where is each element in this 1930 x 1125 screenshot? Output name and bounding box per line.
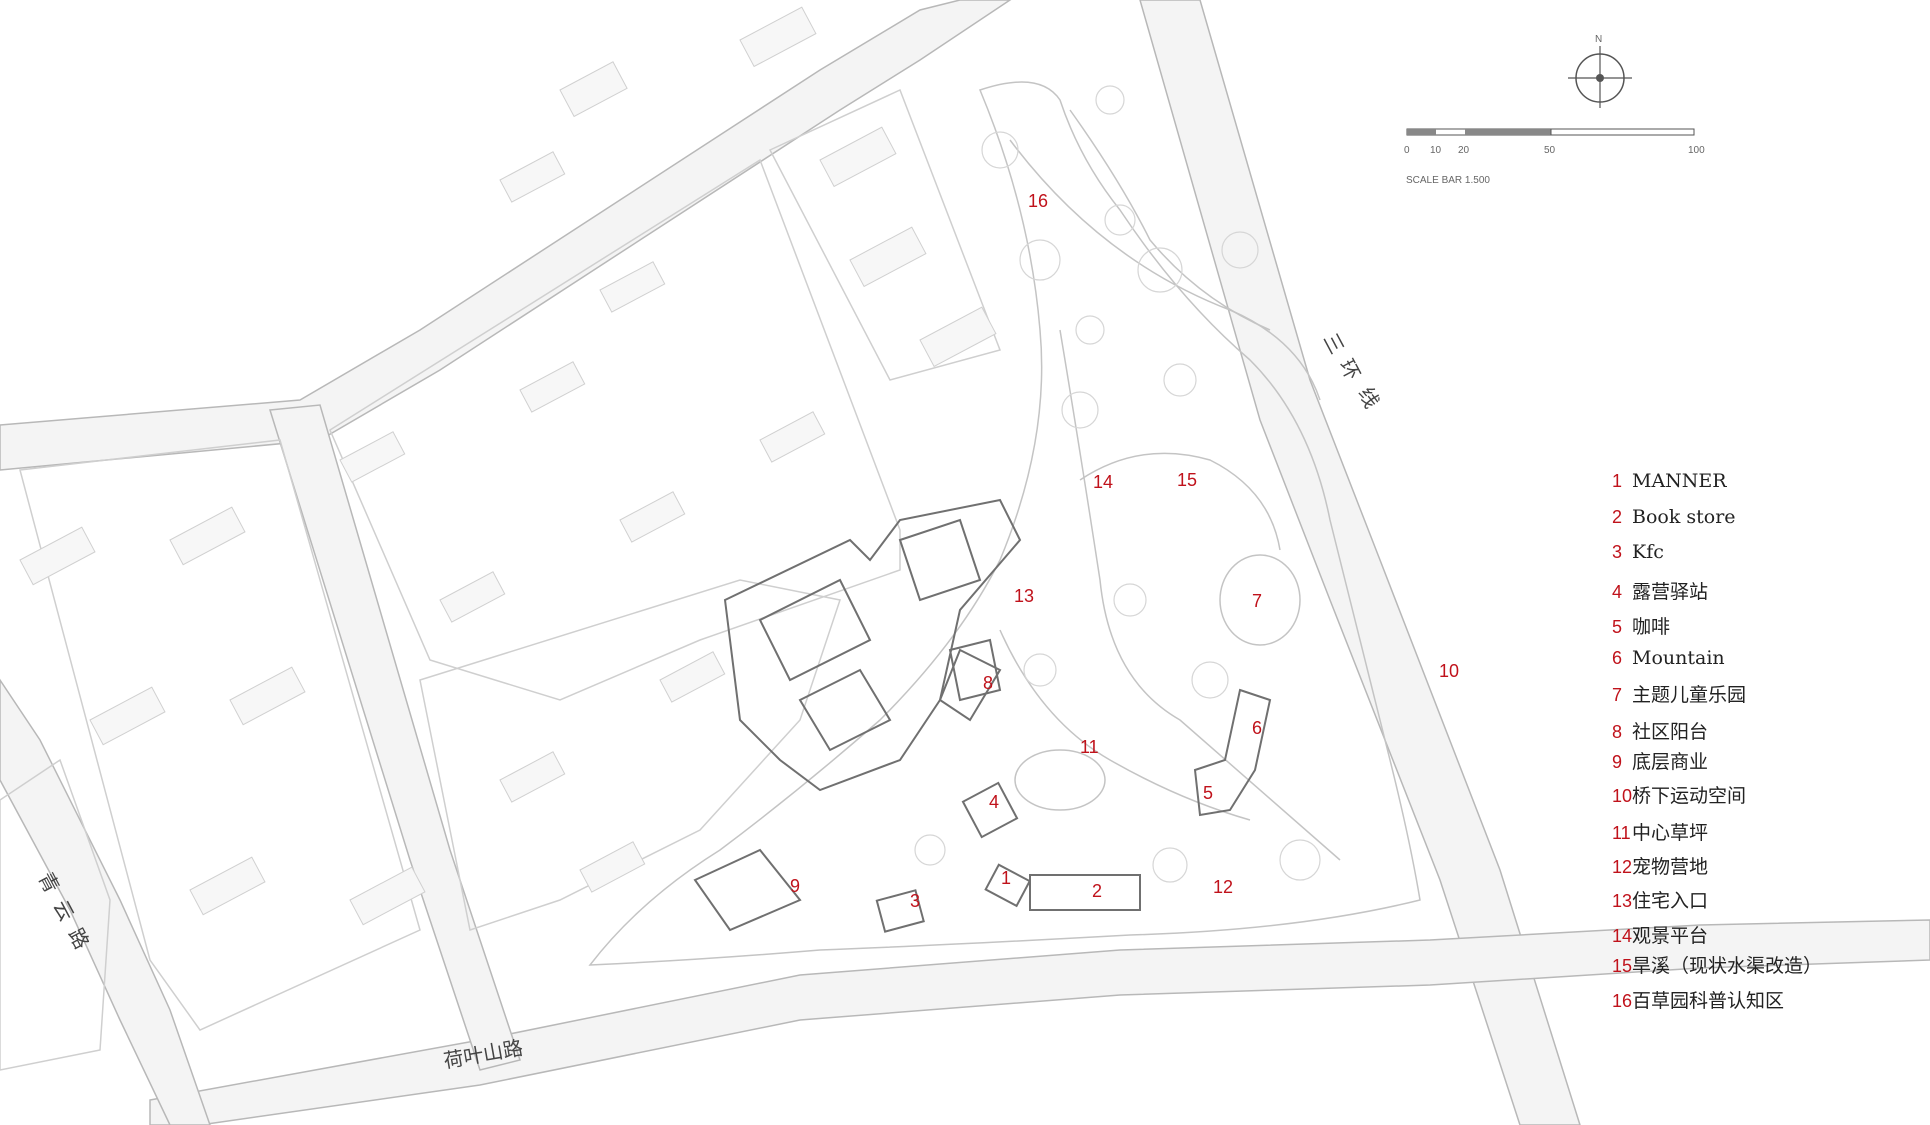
north-arrow-icon: N: [1568, 34, 1632, 108]
legend-number: 2: [1612, 507, 1623, 527]
legend-item: 1 MANNER: [1612, 470, 1727, 494]
legend-item: 13住宅入口: [1612, 886, 1709, 912]
legend-number: 6: [1612, 648, 1623, 668]
legend-item: 6 Mountain: [1612, 647, 1725, 671]
area-markers: 1 2 3 4 5 6 7 8 9 10 11 12 13 14 15 16: [790, 191, 1459, 911]
legend-number: 11: [1612, 823, 1631, 843]
legend-label: 咖啡: [1632, 616, 1671, 638]
legend-item: 15旱溪（现状水渠改造）: [1612, 951, 1823, 977]
legend-number: 8: [1612, 722, 1623, 742]
legend-number: 3: [1612, 542, 1623, 562]
legend-number: 7: [1612, 685, 1623, 705]
scale-tick-0: 0: [1404, 145, 1410, 156]
legend-label: MANNER: [1632, 470, 1727, 492]
legend-label: Book store: [1632, 506, 1736, 528]
scale-caption: SCALE BAR 1.500: [1406, 175, 1490, 186]
scale-bar-segment-1: [1407, 129, 1436, 135]
legend-item: 14观景平台: [1612, 921, 1709, 947]
legend-number: 10: [1612, 786, 1633, 806]
legend-number: 12: [1612, 857, 1633, 877]
north-label: N: [1595, 34, 1602, 45]
legend-number: 1: [1612, 471, 1623, 491]
scale-bar: 0 10 20 50 100 SCALE BAR 1.500: [1404, 128, 1705, 186]
legend-item: 4 露营驿站: [1612, 577, 1709, 603]
legend-item: 2 Book store: [1612, 506, 1736, 530]
marker-16: 16: [1028, 191, 1048, 211]
legend-item: 9 底层商业: [1612, 747, 1709, 773]
scale-bar-segment-2: [1465, 129, 1551, 135]
legend-label: 主题儿童乐园: [1632, 684, 1747, 706]
road-label-ring-line-2: 环: [1335, 356, 1364, 384]
legend-item: 10桥下运动空间: [1612, 781, 1747, 807]
legend-number: 4: [1612, 582, 1623, 602]
marker-14: 14: [1093, 472, 1113, 492]
marker-8: 8: [983, 673, 993, 693]
marker-15: 15: [1177, 470, 1197, 490]
marker-9: 9: [790, 876, 800, 896]
legend-label: 旱溪（现状水渠改造）: [1632, 955, 1823, 977]
marker-1: 1: [1001, 868, 1011, 888]
scale-bar-segment-3: [1550, 128, 1695, 136]
road-label-ring-line-3: 线: [1354, 384, 1384, 412]
trees: [914, 85, 1321, 883]
marker-11: 11: [1080, 737, 1099, 757]
marker-2: 2: [1092, 881, 1102, 901]
marker-13: 13: [1014, 586, 1034, 606]
main-building-complex: [693, 498, 1272, 933]
legend-label: Mountain: [1632, 647, 1725, 669]
legend-label: Kfc: [1632, 541, 1664, 563]
marker-10: 10: [1439, 661, 1459, 681]
legend-item: 16百草园科普认知区: [1612, 986, 1785, 1012]
legend-number: 16: [1612, 991, 1633, 1011]
legend-label: 百草园科普认知区: [1632, 990, 1785, 1012]
scale-tick-50: 50: [1544, 145, 1556, 156]
legend-label: 观景平台: [1632, 925, 1709, 947]
marker-12: 12: [1213, 877, 1233, 897]
legend-number: 9: [1612, 752, 1623, 772]
legend-label: 中心草坪: [1632, 822, 1709, 844]
legend-label: 桥下运动空间: [1632, 785, 1747, 807]
legend-label: 住宅入口: [1632, 890, 1709, 912]
legend-label: 宠物营地: [1632, 856, 1709, 878]
legend-number: 13: [1612, 891, 1633, 911]
legend-number: 15: [1612, 956, 1633, 976]
legend-label: 露营驿站: [1632, 581, 1709, 603]
road-label-ring-line-1: 三: [1319, 330, 1348, 358]
legend-item: 8 社区阳台: [1612, 717, 1709, 743]
park-landscape: [588, 81, 1421, 966]
marker-6: 6: [1252, 718, 1262, 738]
scale-tick-20: 20: [1458, 145, 1470, 156]
building-footprints: [19, 6, 997, 926]
legend-label: 底层商业: [1632, 751, 1709, 773]
marker-4: 4: [989, 792, 999, 812]
scale-tick-10: 10: [1430, 145, 1442, 156]
legend-number: 14: [1612, 926, 1633, 946]
legend-item: 11中心草坪: [1612, 818, 1709, 844]
marker-5: 5: [1203, 783, 1213, 803]
legend-item: 3 Kfc: [1612, 541, 1664, 565]
scale-tick-100: 100: [1688, 145, 1705, 156]
legend-label: 社区阳台: [1632, 721, 1709, 743]
legend-item: 12宠物营地: [1612, 852, 1709, 878]
legend-item: 7 主题儿童乐园: [1612, 680, 1747, 706]
marker-7: 7: [1252, 591, 1262, 611]
legend-number: 5: [1612, 617, 1623, 637]
marker-3: 3: [910, 891, 920, 911]
residential-blocks: [0, 88, 1001, 1071]
legend-item: 5 咖啡: [1612, 612, 1671, 638]
